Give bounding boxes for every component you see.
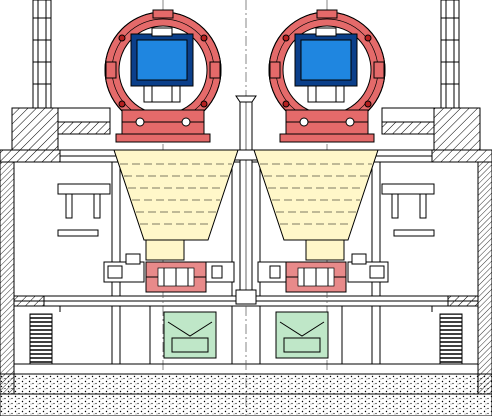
right-bearing-housing — [285, 261, 347, 293]
left-outer-wall — [0, 161, 15, 395]
left-drive-motor — [130, 27, 194, 103]
left-bearing-housing — [145, 261, 207, 293]
right-wall-bracket — [381, 183, 435, 237]
base-foundation — [0, 363, 492, 416]
left-side-mechanism — [103, 253, 235, 283]
right-outer-wall — [477, 161, 492, 395]
right-wheel-base — [279, 109, 375, 143]
left-wheel-base — [115, 109, 211, 143]
left-hopper — [113, 149, 239, 261]
upper-left-column — [32, 0, 52, 109]
right-drive-motor — [294, 27, 358, 103]
left-upper-wall — [11, 107, 111, 151]
right-lower-unit — [275, 311, 329, 359]
unit-right — [253, 9, 389, 359]
unit-left — [103, 9, 239, 359]
lower-support-frames — [119, 305, 373, 365]
right-louver-panel — [439, 313, 463, 365]
central-post — [233, 95, 259, 305]
upper-right-column — [440, 0, 460, 109]
right-side-mechanism — [257, 253, 389, 283]
left-lower-unit — [163, 311, 217, 359]
right-upper-wall — [381, 107, 481, 151]
right-hopper — [253, 149, 379, 261]
left-louver-panel — [29, 313, 53, 365]
left-wall-bracket — [57, 183, 111, 237]
